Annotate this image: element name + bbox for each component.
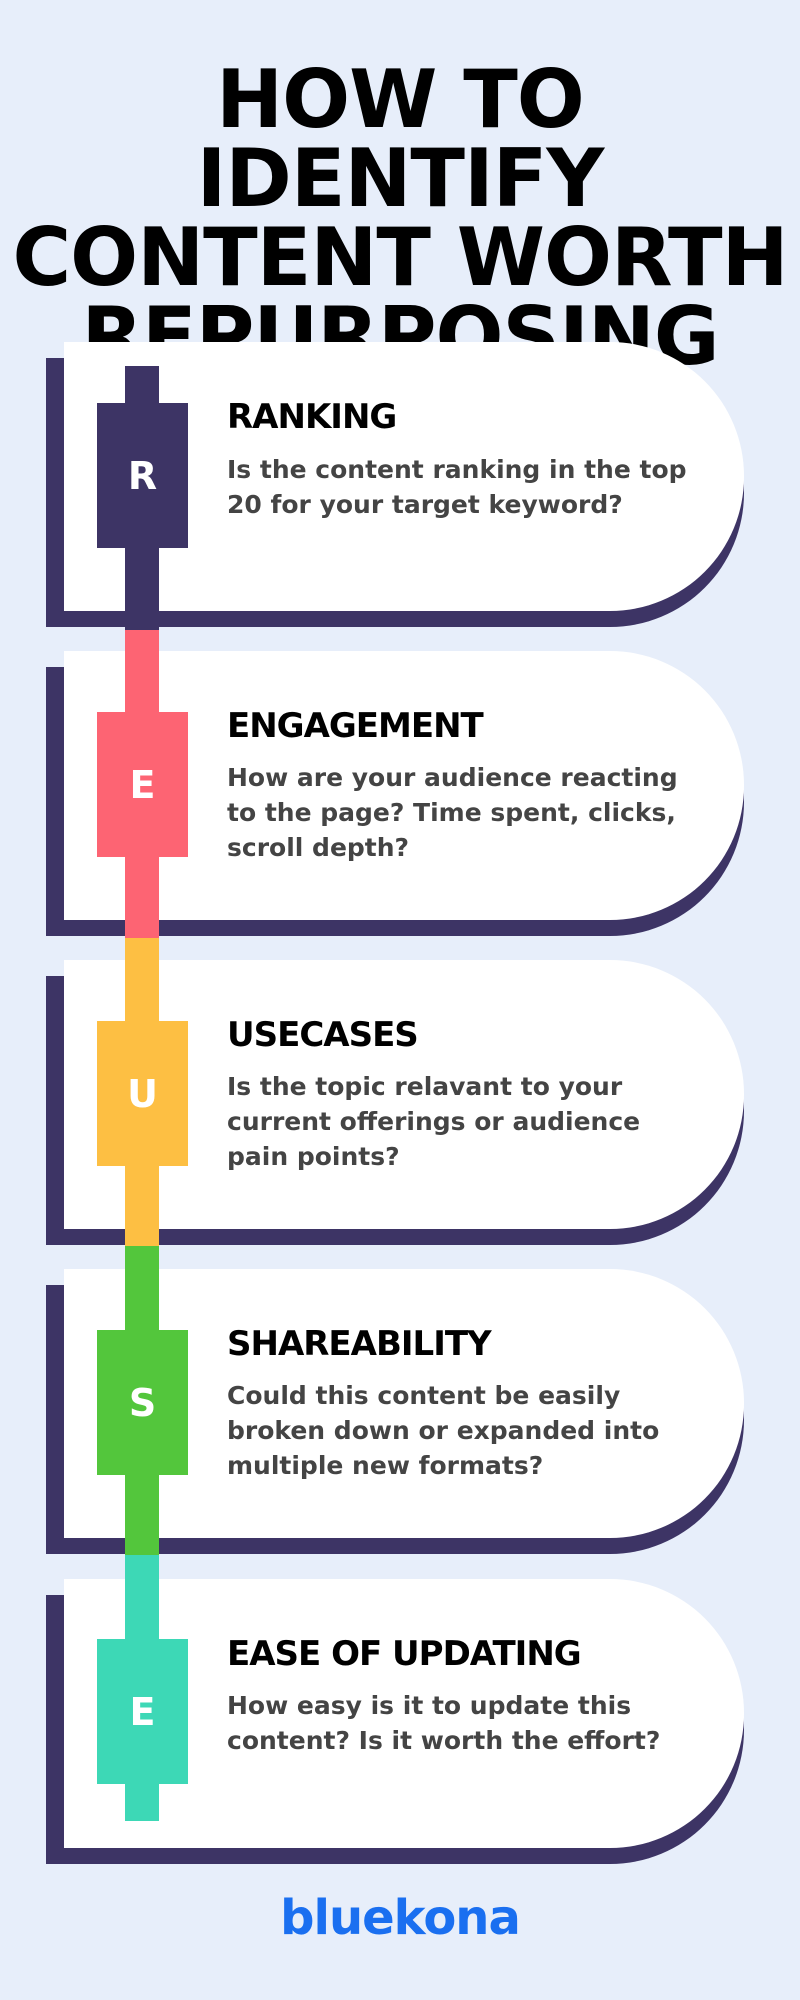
bluekona-logo: bluekona — [280, 1890, 521, 1946]
letter-block: E — [97, 712, 188, 857]
item-heading: ENGAGEMENT — [227, 706, 484, 746]
item-heading: SHAREABILITY — [227, 1324, 492, 1364]
page-title: HOW TO IDENTIFY CONTENT WORTH REPURPOSIN… — [0, 53, 800, 377]
item-heading: USECASES — [227, 1015, 419, 1055]
item-description: Could this content be easily broken down… — [227, 1381, 660, 1480]
letter-r: R — [127, 453, 158, 498]
letter-u: U — [127, 1071, 158, 1116]
title-line-2: CONTENT WORTH — [12, 211, 788, 304]
item-description: Is the content ranking in the top 20 for… — [227, 455, 687, 519]
item-heading: RANKING — [227, 397, 397, 437]
item-description: How are your audience reacting to the pa… — [227, 763, 678, 862]
letter-e: E — [129, 762, 156, 807]
item-description: Is the topic relavant to your current of… — [227, 1072, 641, 1171]
letter-block: U — [97, 1021, 188, 1166]
item-description: How easy is it to update this content? I… — [227, 1691, 661, 1755]
letter-block: R — [97, 403, 188, 548]
letter-block: E — [97, 1639, 188, 1784]
title-line-1: HOW TO IDENTIFY — [196, 53, 605, 225]
letter-block: S — [97, 1330, 188, 1475]
letter-e: E — [129, 1689, 156, 1734]
item-heading: EASE OF UPDATING — [227, 1634, 582, 1674]
letter-s: S — [128, 1380, 157, 1425]
